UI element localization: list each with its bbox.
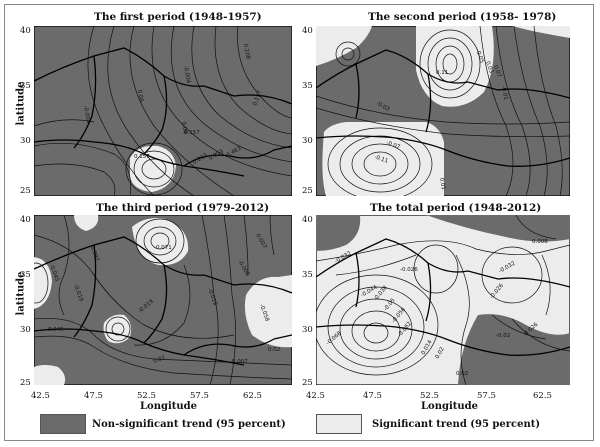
ytick: 25	[20, 186, 31, 196]
contour-label: -0.026	[400, 267, 418, 273]
contour-label: -0.045	[46, 327, 64, 333]
significant-region	[34, 365, 66, 385]
xtick: 47.5	[363, 391, 382, 401]
xtick: 57.5	[190, 391, 209, 401]
contour-label: 0.02	[153, 355, 167, 365]
map-third-period: -0.097 -0.071 0.007 -0.045 -0.019 -0.006…	[34, 215, 292, 385]
contour-label: 0.06	[136, 89, 144, 103]
contour-label: -0.11	[373, 154, 388, 165]
country-borders	[316, 238, 570, 356]
contour-label: 0.02	[268, 347, 280, 353]
contour-label: 0.157	[134, 154, 150, 160]
country-borders	[316, 49, 570, 167]
contour-label: -0.01	[500, 85, 508, 100]
contour-label: -0.004	[82, 105, 91, 124]
map-second-period: 0.11 -0.05 0.03 0.07 -0.03 -0.11 -0.07 0…	[316, 26, 570, 196]
contour-label: 0.02	[456, 371, 468, 377]
ytick: 25	[20, 378, 31, 388]
xtick: 62.5	[243, 391, 262, 401]
contour-label: -0.02	[496, 333, 510, 339]
contour-label: -0.05	[474, 49, 485, 65]
contour-label: 0.01	[438, 177, 446, 190]
ytick: 40	[20, 26, 31, 36]
contour-label: -0.019	[206, 288, 218, 307]
panel-title-total: The total period (1948-2012)	[370, 202, 542, 214]
contour-label: -0.004	[182, 65, 191, 84]
ytick: 35	[20, 270, 31, 280]
figure-frame	[4, 4, 594, 441]
country-borders	[34, 47, 292, 177]
ytick: 35	[302, 270, 313, 280]
ytick: 35	[20, 81, 31, 91]
significant-region	[316, 26, 372, 66]
contour-lines	[316, 26, 570, 196]
contour-label: 0.11	[436, 70, 448, 76]
contour-label: 0.07	[492, 65, 502, 79]
non-significant-region	[316, 215, 361, 251]
non-significant-region	[426, 215, 570, 242]
xtick: 52.5	[137, 391, 156, 401]
significant-region	[34, 257, 52, 309]
contour-label: 0.03	[484, 61, 494, 75]
significant-region	[130, 145, 176, 192]
map-panel-third-period: -0.097 -0.071 0.007 -0.045 -0.019 -0.006…	[34, 215, 292, 385]
xtick: 62.5	[533, 391, 552, 401]
panel-title-second: The second period (1958- 1978)	[368, 11, 557, 23]
panel-title-first: The first period (1948-1957)	[94, 11, 262, 23]
contour-lines	[34, 215, 292, 385]
ytick: 30	[20, 136, 31, 146]
map-first-period: 0.108 -0.004 -0.004 0.157 0.06 0.06 0.15…	[34, 26, 292, 196]
map-panel-total-period: 0.008 -0.032 -0.026 -0.032 -0.026 -0.044…	[316, 215, 570, 385]
legend-label-significant: Significant trend (95 percent)	[372, 419, 541, 430]
contour-label: -0.07	[385, 140, 401, 151]
ytick: 30	[302, 136, 313, 146]
contour-label: 0.108	[242, 43, 251, 60]
contour-label: -0.058	[258, 304, 270, 323]
xlabel-right: Longitude	[421, 401, 479, 412]
country-borders	[34, 236, 292, 366]
non-significant-region	[458, 314, 570, 385]
ytick: 25	[302, 378, 313, 388]
contour-label: -0.007	[230, 359, 248, 365]
legend-swatch-non-significant	[40, 414, 86, 434]
legend-swatch-significant	[316, 414, 362, 434]
significant-region	[244, 275, 292, 348]
ytick: 40	[302, 26, 313, 36]
significant-region	[132, 218, 189, 266]
xlabel-left: Longitude	[140, 401, 198, 412]
contour-label: -0.071	[154, 245, 172, 251]
panel-title-third: The third period (1979-2012)	[96, 202, 270, 214]
significant-region	[512, 26, 570, 38]
contour-label: -0.019	[72, 284, 84, 303]
ytick: 25	[302, 186, 313, 196]
xtick: 57.5	[477, 391, 496, 401]
contour-label: 0.02	[435, 346, 446, 360]
contour-label: 0.157	[184, 130, 200, 136]
significant-region	[74, 215, 99, 231]
xtick: 42.5	[31, 391, 50, 401]
xtick: 47.5	[84, 391, 103, 401]
map-panel-second-period: 0.11 -0.05 0.03 0.07 -0.03 -0.11 -0.07 0…	[316, 26, 570, 196]
contour-lines	[34, 26, 292, 196]
contour-label: -0.097	[88, 244, 100, 263]
ytick: 40	[20, 215, 31, 225]
contour-label: 0.157	[252, 89, 263, 106]
map-panel-first-period: 0.108 -0.004 -0.004 0.157 0.06 0.06 0.15…	[34, 26, 292, 196]
xtick: 52.5	[420, 391, 439, 401]
legend-label-non-significant: Non-significant trend (95 percent)	[92, 419, 286, 430]
ytick: 40	[302, 215, 313, 225]
contour-label: 0.008	[532, 239, 548, 245]
significant-region	[416, 26, 494, 107]
map-total-period: 0.008 -0.032 -0.026 -0.032 -0.026 -0.044…	[316, 215, 570, 385]
xtick: 42.5	[306, 391, 325, 401]
ytick: 30	[302, 325, 313, 335]
contour-label: 0.06	[180, 121, 188, 135]
contour-label: -0.045	[48, 264, 60, 283]
ytick: 35	[302, 81, 313, 91]
ytick: 30	[20, 325, 31, 335]
